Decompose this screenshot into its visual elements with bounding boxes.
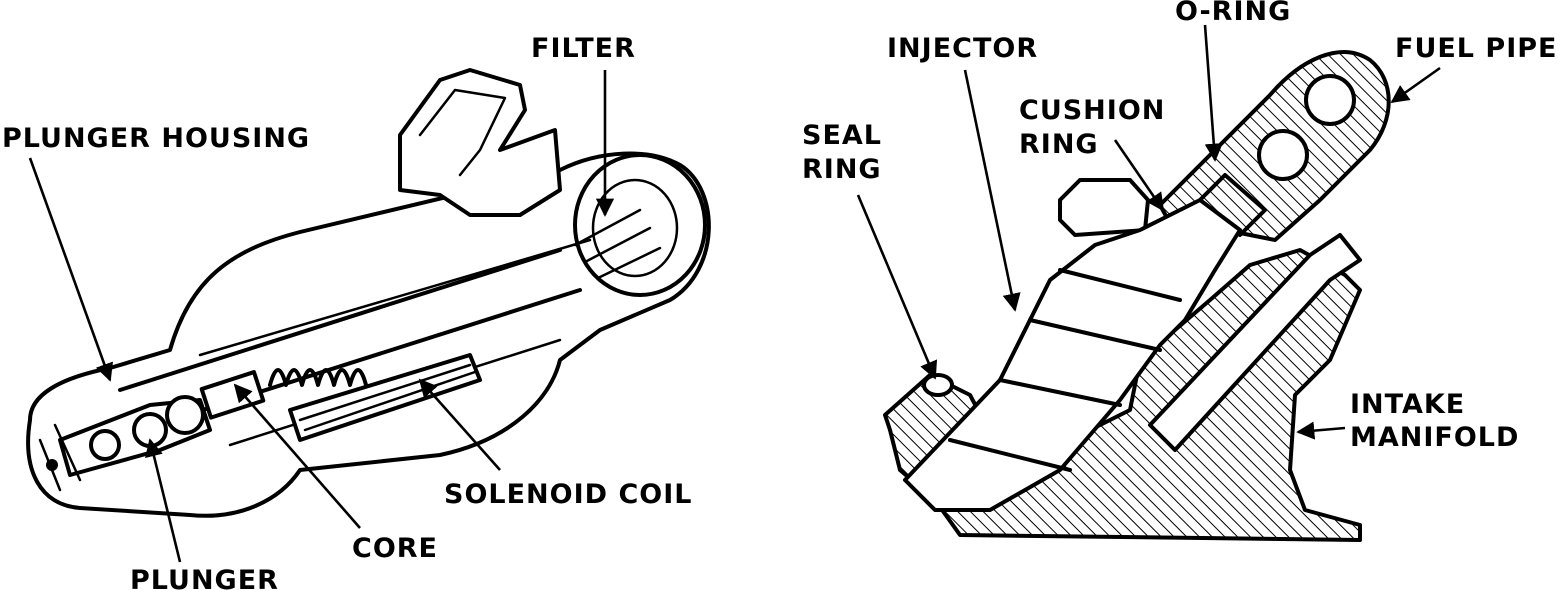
spring-coil — [268, 368, 368, 387]
leader-solenoid-coil — [418, 378, 501, 471]
fuel-pipe-bore-2 — [1257, 129, 1309, 181]
label-plunger-housing: PLUNGER HOUSING — [2, 123, 310, 154]
mounting-bolt — [1148, 233, 1362, 452]
leader-plunger — [145, 438, 182, 563]
leader-injector — [963, 69, 1021, 312]
leader-core — [233, 383, 361, 529]
label-filter: FILTER — [531, 33, 636, 64]
seal-ring-part — [922, 373, 954, 397]
leader-o-ring — [1203, 24, 1223, 162]
leader-plunger-housing — [28, 157, 114, 382]
label-core: CORE — [352, 533, 438, 564]
label-cushion-ring-line2: RING — [1019, 129, 1099, 160]
label-o-ring: O-RING — [1175, 0, 1291, 27]
leader-intake-manifold — [1296, 421, 1346, 440]
label-cushion-ring-line1: CUSHION — [1019, 95, 1165, 126]
injector-mounted — [903, 198, 1242, 512]
label-plunger: PLUNGER — [130, 565, 279, 590]
fuel-injector-cutaway — [26, 68, 711, 518]
label-solenoid-coil: SOLENOID COIL — [444, 479, 692, 510]
leader-seal-ring — [856, 194, 938, 380]
core-part — [199, 370, 266, 420]
cushion-nut — [1058, 178, 1150, 237]
label-injector: INJECTOR — [887, 33, 1038, 64]
leader-cushion-ring — [1113, 139, 1165, 212]
leader-fuel-pipe — [1390, 66, 1441, 104]
label-fuel-pipe: FUEL PIPE — [1395, 33, 1557, 64]
label-seal-ring-line1: SEAL — [802, 120, 882, 151]
fuel-pipe-bore-1 — [1304, 74, 1356, 126]
connector-housing — [398, 68, 562, 217]
label-intake-manifold-line2: MANIFOLD — [1350, 422, 1519, 453]
filter-end-cap — [573, 153, 707, 297]
label-intake-manifold-line1: INTAKE — [1350, 389, 1465, 420]
label-seal-ring-line2: RING — [802, 154, 882, 185]
injector-mounting-section — [883, 50, 1391, 542]
